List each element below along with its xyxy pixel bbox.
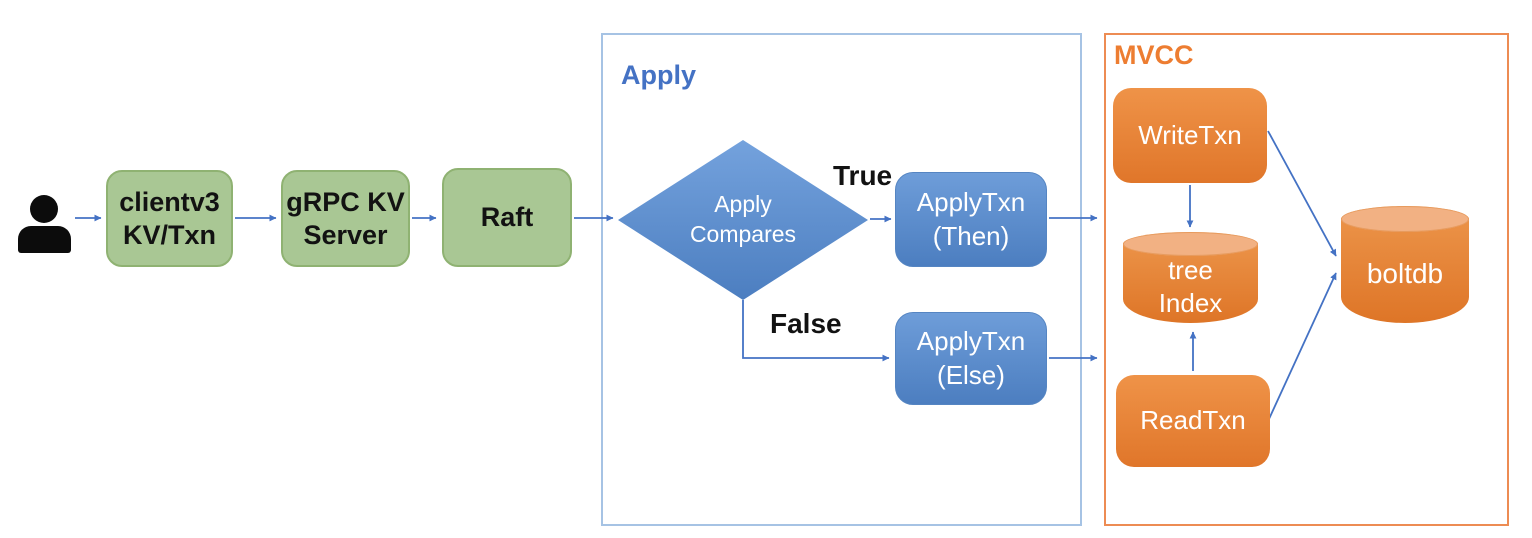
apply-group xyxy=(601,33,1082,526)
node-grpc-kv-server: gRPC KV Server xyxy=(281,170,410,267)
boltdb-label: boltdb xyxy=(1366,258,1444,289)
node-write-txn: WriteTxn xyxy=(1113,88,1267,183)
boltdb-cylinder-top xyxy=(1341,206,1469,232)
tree-index-cylinder-body xyxy=(1123,244,1258,323)
user-icon-head xyxy=(30,195,58,223)
apply-group-label: Apply xyxy=(621,60,697,90)
node-boltdb: boltdb xyxy=(1341,206,1469,323)
true-branch-label: True xyxy=(833,160,893,191)
node-apply-txn-else: ApplyTxn (Else) xyxy=(895,312,1047,405)
node-read-txn: ReadTxn xyxy=(1116,375,1270,467)
node-tree-index: tree Index xyxy=(1123,232,1258,323)
node-raft: Raft xyxy=(442,168,572,267)
user-icon xyxy=(18,195,71,253)
node-clientv3: clientv3 KV/Txn xyxy=(106,170,233,267)
mvcc-group xyxy=(1104,33,1509,526)
tree-index-label: tree Index xyxy=(1158,255,1223,318)
user-icon-torso xyxy=(18,226,71,253)
mvcc-group-label: MVCC xyxy=(1114,40,1194,70)
node-apply-txn-then: ApplyTxn (Then) xyxy=(895,172,1047,267)
tree-index-cylinder-top xyxy=(1123,232,1258,256)
boltdb-cylinder-body xyxy=(1341,219,1469,323)
false-branch-label: False xyxy=(770,308,842,339)
